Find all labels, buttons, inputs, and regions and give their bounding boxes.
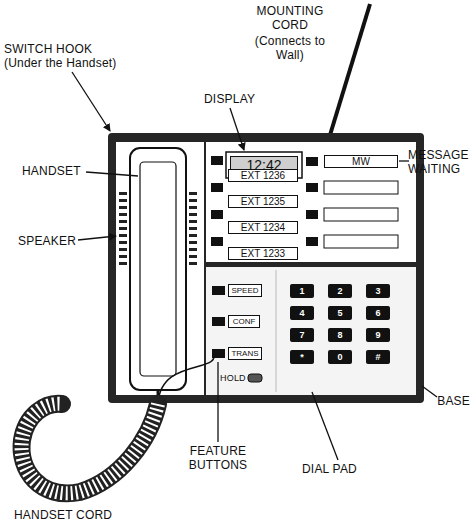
base-body: [108, 133, 424, 403]
node-text: EXT 1236: [241, 170, 285, 181]
dial-key: #: [366, 350, 390, 364]
node-text: EXT 1235: [241, 196, 285, 207]
dial-key: 9: [366, 328, 390, 342]
node-text: 7: [299, 330, 304, 340]
callout-label: MESSAGE WAITING: [408, 148, 470, 176]
node-text: 4: [299, 308, 304, 318]
line-panel: [206, 142, 416, 262]
label-box: EXT 1234: [228, 221, 298, 234]
dial-key: 4: [290, 306, 314, 320]
callout-label: HOLD: [220, 373, 246, 383]
handset-cord-coil: [22, 404, 158, 494]
callout-label: DISPLAY: [204, 92, 255, 106]
node-text: 9: [375, 330, 380, 340]
panel-divider: [276, 270, 277, 392]
label-box: SPEED: [228, 284, 262, 297]
node-text: 0: [337, 352, 342, 362]
leader-lines: [72, 72, 437, 460]
node-text: 2: [337, 286, 342, 296]
node-text: SPEED: [231, 286, 258, 295]
node-text: TRANS: [231, 349, 258, 358]
mounting-cord: [330, 4, 370, 135]
node-text: MW: [352, 156, 370, 167]
label-box: MW: [324, 155, 398, 168]
handset: [130, 148, 186, 390]
label-box: CONF: [228, 315, 260, 328]
dial-key: 2: [328, 284, 352, 298]
dial-key: 3: [366, 284, 390, 298]
callout-label: BASE: [437, 394, 470, 408]
label-box: EXT 1236: [228, 169, 298, 182]
callout-label: FEATURE BUTTONS: [176, 444, 260, 472]
node-text: 8: [337, 330, 342, 340]
callout-label: (Under the Handset): [4, 56, 117, 70]
node-text: 3: [375, 286, 380, 296]
node-text: *: [300, 352, 304, 362]
dial-key: 0: [328, 350, 352, 364]
node-text: #: [375, 352, 380, 362]
callout-label: MOUNTING CORD: [252, 4, 328, 32]
dial-key: 7: [290, 328, 314, 342]
dial-key: 8: [328, 328, 352, 342]
label-box: EXT 1235: [228, 195, 298, 208]
line-buttons: [211, 156, 318, 246]
dial-key: *: [290, 350, 314, 364]
callout-label: (Connects to Wall): [252, 34, 328, 62]
feature-button-keys: [212, 286, 225, 358]
coil-windings: [22, 404, 158, 494]
node-text: 5: [337, 308, 342, 318]
callout-label: HANDSET CORD: [14, 508, 112, 522]
label-box: TRANS: [228, 347, 262, 360]
node-text: 1: [299, 286, 304, 296]
handset-inner: [140, 162, 176, 376]
node-text: EXT 1234: [241, 222, 285, 233]
cord-plug: [158, 356, 214, 404]
dial-key: 6: [366, 306, 390, 320]
hold-button: [248, 374, 262, 382]
node-text: EXT 1233: [241, 248, 285, 259]
callout-label: SPEAKER: [18, 234, 76, 248]
dial-key: 5: [328, 306, 352, 320]
blank-label-boxes: [324, 181, 398, 248]
label-box: EXT 1233: [228, 247, 298, 260]
handset-well: [116, 142, 204, 395]
dial-key: 1: [290, 284, 314, 298]
callout-label: DIAL PAD: [302, 462, 357, 476]
node-text: 6: [375, 308, 380, 318]
node-text: CONF: [233, 317, 256, 326]
callout-label: SWITCH HOOK: [4, 42, 92, 56]
callout-label: HANDSET: [22, 164, 81, 178]
dial-panel: [206, 267, 416, 395]
